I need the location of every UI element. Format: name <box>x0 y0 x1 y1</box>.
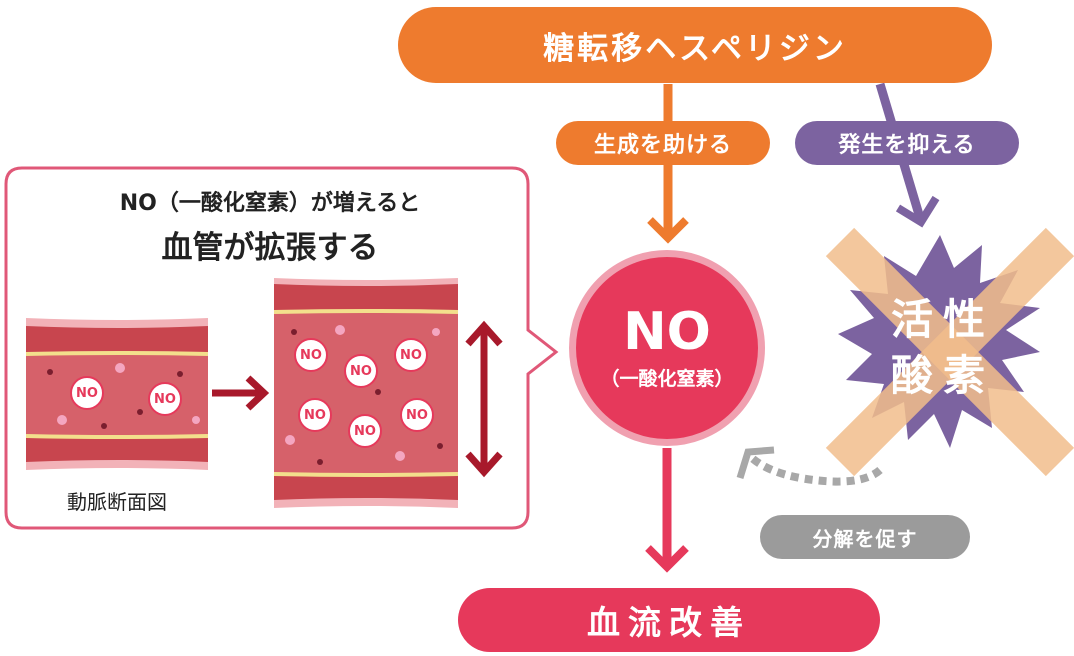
arrow-decompose-head <box>736 446 775 480</box>
no-bubble: NO <box>400 398 434 432</box>
help-generate-pill: 生成を助ける <box>556 121 770 165</box>
active-oxygen-line2: 酸素 <box>890 351 995 400</box>
suppress-generation-pill: 発生を抑える <box>795 121 1019 165</box>
no-bubble: NO <box>394 338 428 372</box>
no-bubble: NO <box>70 376 104 410</box>
no-bubble: NO <box>348 414 382 448</box>
no-subtitle: （一酸化窒素） <box>600 367 734 390</box>
cross-stroke-2 <box>825 227 1074 477</box>
arrow-decompose-curve <box>749 454 883 486</box>
callout-caption-line2: 血管が拡張する <box>161 230 379 266</box>
arrow-suppress-head <box>895 195 940 228</box>
blood-flow-improvement-pill: 血流改善 <box>458 588 880 652</box>
arrow-help-head <box>647 217 689 244</box>
no-bubble: NO <box>294 338 328 372</box>
dilate-arrow-head <box>245 375 270 411</box>
dilation-arrow-top <box>465 320 503 347</box>
active-oxygen-line1: 活性 <box>890 295 995 344</box>
no-bubble: NO <box>148 382 182 416</box>
no-node: NO （一酸化窒素） <box>569 250 765 446</box>
vessel-narrow <box>25 318 209 470</box>
no-bubble: NO <box>344 354 378 388</box>
arrow-result-head <box>645 545 689 573</box>
promote-decomposition-pill: 分解を促す <box>760 515 970 559</box>
dilation-arrow-bottom <box>465 451 503 478</box>
active-oxygen-label: 活性 酸素 <box>868 292 1018 404</box>
artery-cross-section-label: 動脈断面図 <box>67 490 167 514</box>
no-bubble: NO <box>298 398 332 432</box>
hesperidin-pill: 糖転移ヘスペリジン <box>398 7 992 83</box>
no-title: NO <box>623 301 711 362</box>
callout-caption-line1: NO（一酸化窒素）が増えると <box>119 191 421 216</box>
vessel-wide <box>273 278 459 508</box>
